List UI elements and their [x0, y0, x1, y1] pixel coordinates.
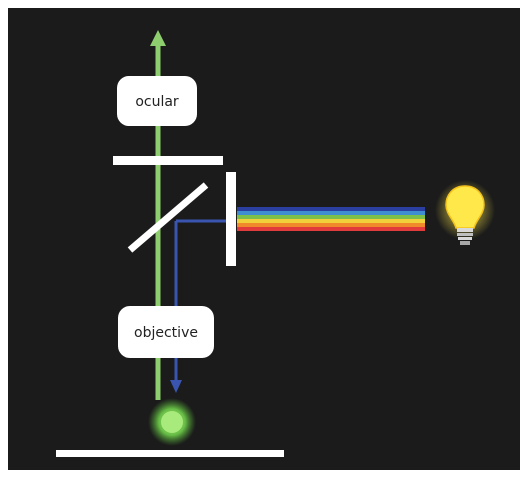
emission-filter — [113, 156, 223, 165]
dichroic-mirror — [127, 182, 209, 253]
spectrum-band — [237, 223, 425, 227]
specimen-stage — [56, 450, 284, 457]
diagram-panel — [8, 8, 520, 470]
spectrum-band — [237, 215, 425, 219]
spectrum-band — [237, 227, 425, 231]
ocular-box: ocular — [117, 76, 197, 126]
excitation-arrowhead — [170, 380, 182, 393]
light-bulb-icon — [435, 180, 495, 245]
ocular-label: ocular — [135, 94, 179, 110]
spectrum-band — [237, 219, 425, 223]
spectrum-beam — [237, 207, 425, 231]
spectrum-band — [237, 211, 425, 215]
objective-label: objective — [134, 325, 198, 341]
emission-arrowhead — [150, 30, 166, 46]
objective-box: objective — [118, 306, 214, 358]
fluorescent-sample-icon — [148, 398, 196, 446]
spectrum-band — [237, 207, 425, 211]
excitation-filter — [226, 172, 236, 266]
